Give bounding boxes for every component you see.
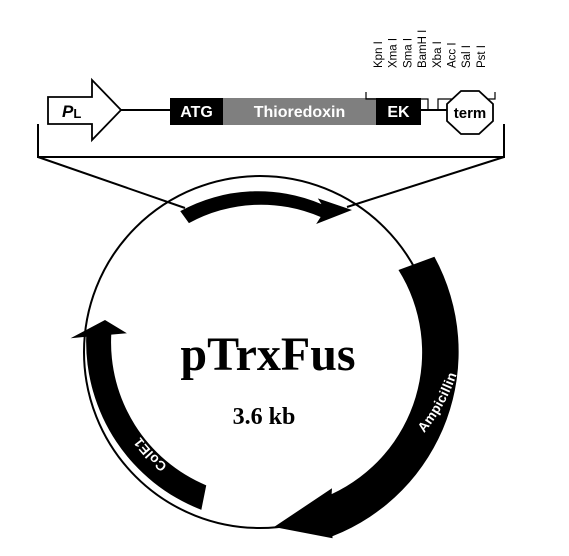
terminator-octagon (446, 90, 494, 135)
restriction-site-label: Xma I (388, 38, 400, 68)
restriction-site-label: Pst I (476, 45, 488, 68)
expansion-line-left (37, 156, 186, 209)
terminator-label: term (454, 105, 487, 122)
restriction-site-label: BamH I (417, 30, 429, 68)
restriction-site-label: Xba I (432, 41, 444, 68)
restriction-site-label: Kpn I (373, 41, 385, 68)
mcs-bracket-left (365, 92, 429, 110)
cole1-arrow (70, 320, 207, 510)
restriction-site-label: Acc I (447, 42, 459, 68)
restriction-site-label: Sal I (461, 45, 473, 68)
ek-box (376, 98, 421, 125)
expansion-bracket (37, 124, 505, 158)
expression-cassette: PL ATG Thioredoxin EK term (47, 77, 496, 143)
promoter-main: P (62, 102, 74, 121)
plasmid-size: 3.6 kb (233, 404, 296, 430)
promoter-sub: L (73, 106, 81, 121)
expansion-line-right (346, 156, 505, 208)
promoter-arrow (47, 77, 123, 143)
thioredoxin-label: Thioredoxin (254, 104, 346, 121)
atg-box (170, 98, 223, 125)
promoter-label: PL (62, 102, 81, 121)
atg-label: ATG (180, 104, 213, 121)
plasmid-name: pTrxFus (180, 328, 355, 381)
ek-label: EK (387, 104, 410, 121)
cassette-arc-arrow (180, 191, 352, 225)
restriction-site-label: Sma I (402, 38, 414, 68)
thioredoxin-box (223, 98, 376, 125)
ampicillin-arrow (274, 256, 459, 539)
